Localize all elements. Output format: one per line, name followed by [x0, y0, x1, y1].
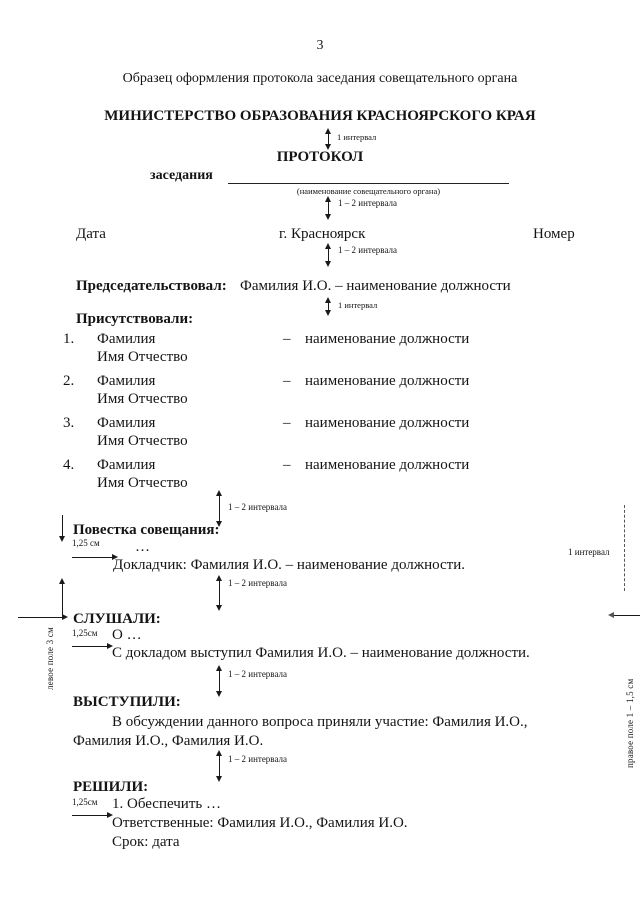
decided-line-1: 1. Обеспечить …	[112, 796, 221, 812]
interval-label: 1 – 2 интервала	[228, 502, 288, 512]
protocol-title: ПРОТОКОЛ	[276, 149, 364, 165]
interval-label: 1 – 2 интервала	[338, 245, 398, 255]
number-label: Номер	[533, 226, 575, 242]
page-caption: Образец оформления протокола заседания с…	[122, 71, 518, 86]
attendee-position: наименование должности	[305, 457, 470, 473]
attendee-position: наименование должности	[305, 331, 470, 347]
heard-line-2: С докладом выступил Фамилия И.О. – наиме…	[112, 645, 530, 661]
attendees-heading: Присутствовали:	[76, 311, 194, 327]
interval-label: 1 – 2 интервала	[338, 198, 398, 208]
decided-line-3: Срок: дата	[112, 834, 180, 850]
ministry-heading: МИНИСТЕРСТВО ОБРАЗОВАНИЯ КРАСНОЯРСКОГО К…	[104, 108, 536, 124]
attendee-number: 4.	[63, 457, 75, 473]
attendee-name: Имя Отчество	[97, 391, 188, 407]
organ-name-caption: (наименование совещательного органа)	[296, 186, 441, 196]
right-margin-caption: правое поле 1 – 1,5 см	[625, 678, 635, 768]
meeting-word: заседания	[150, 168, 213, 183]
attendee-surname: Фамилия	[97, 373, 156, 389]
interval-label: 1 – 2 интервала	[228, 754, 288, 764]
left-margin-caption: левое поле 3 см	[45, 627, 55, 690]
spoke-line-2: Фамилия И.О., Фамилия И.О.	[73, 733, 264, 749]
attendee-dash: –	[283, 457, 291, 473]
attendee-number: 1.	[63, 331, 75, 347]
attendee-dash: –	[283, 373, 291, 389]
right-interval-label: 1 интервал	[568, 547, 610, 557]
indent-label: 1,25см	[72, 797, 98, 807]
chair-value: Фамилия И.О. – наименование должности	[240, 278, 511, 294]
organ-name-rule	[228, 183, 509, 184]
agenda-heading: Повестка совещания:	[73, 522, 220, 538]
attendee-number: 2.	[63, 373, 75, 389]
spoke-line-1: В обсуждении данного вопроса приняли уча…	[112, 714, 528, 730]
interval-label: 1 интервал	[337, 132, 377, 142]
attendee-number: 3.	[63, 415, 75, 431]
attendee-position: наименование должности	[305, 415, 470, 431]
attendee-surname: Фамилия	[97, 457, 156, 473]
city-label: г. Красноярск	[279, 226, 366, 242]
interval-label: 1 – 2 интервала	[228, 578, 288, 588]
attendee-name: Имя Отчество	[97, 475, 188, 491]
attendee-surname: Фамилия	[97, 415, 156, 431]
heard-heading: СЛУШАЛИ:	[73, 611, 161, 627]
agenda-speaker-line: Докладчик: Фамилия И.О. – наименование д…	[113, 557, 465, 573]
attendee-surname: Фамилия	[97, 331, 156, 347]
interval-label: 1 – 2 интервала	[228, 669, 288, 679]
date-label: Дата	[76, 226, 106, 242]
attendee-dash: –	[283, 331, 291, 347]
chair-label: Председательствовал:	[76, 278, 227, 294]
heard-line-1: О …	[112, 627, 142, 643]
agenda-ellipsis: …	[135, 539, 150, 555]
page-number: 3	[316, 38, 324, 53]
indent-label: 1,25см	[72, 628, 98, 638]
decided-heading: РЕШИЛИ:	[73, 779, 149, 795]
interval-label: 1 интервал	[338, 300, 378, 310]
attendee-name: Имя Отчество	[97, 433, 188, 449]
attendee-position: наименование должности	[305, 373, 470, 389]
spoke-heading: ВЫСТУПИЛИ:	[73, 694, 181, 710]
decided-line-2: Ответственные: Фамилия И.О., Фамилия И.О…	[112, 815, 408, 831]
attendee-name: Имя Отчество	[97, 349, 188, 365]
indent-label: 1,25 см	[72, 538, 100, 548]
attendee-dash: –	[283, 415, 291, 431]
